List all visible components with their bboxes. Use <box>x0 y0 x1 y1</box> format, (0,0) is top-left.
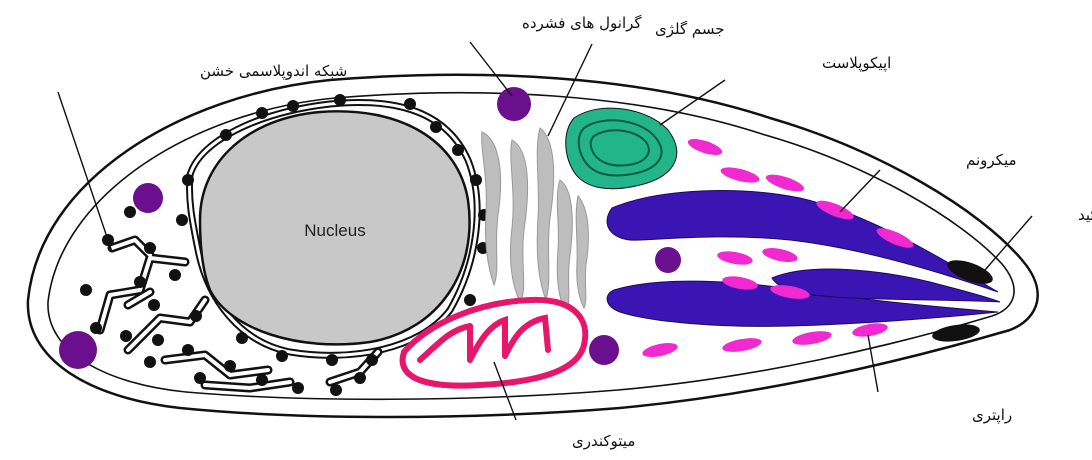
label-dense-granules: گرانول های فشرده <box>522 14 642 32</box>
label-conoid: کونوئید <box>1078 206 1092 224</box>
label-rough-er: شبکه اندوپلاسمی خشن <box>200 62 347 81</box>
label-rhoptries: راپتری <box>972 406 1012 425</box>
label-apicoplast: اپیکوپلاست <box>822 54 891 73</box>
label-micronemes: میکرونم <box>966 151 1017 169</box>
label-mitochondrion: میتوکندری <box>572 432 635 450</box>
nucleus-label: Nucleus <box>304 221 365 240</box>
label-golgi: جسم گلژی <box>655 20 725 38</box>
